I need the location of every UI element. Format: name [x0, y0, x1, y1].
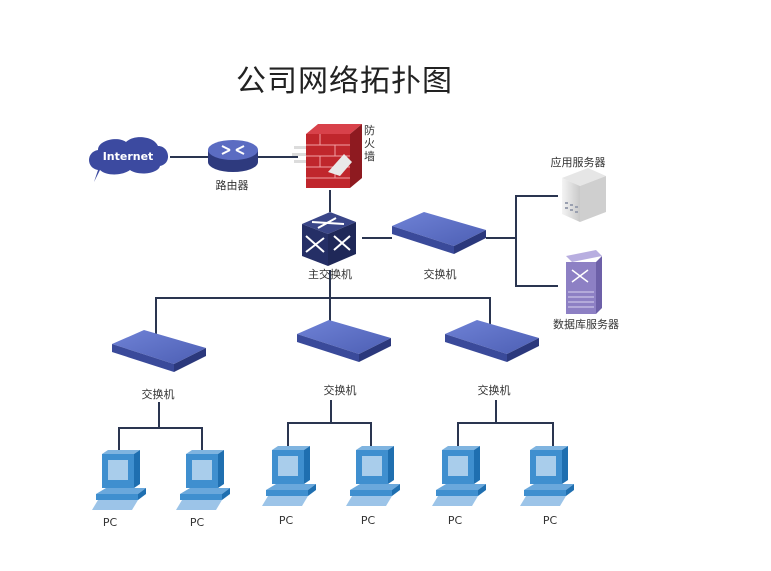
access-switch-3-icon: [445, 320, 539, 362]
internet-label: Internet: [103, 150, 154, 163]
edge-access2-pcbus: [287, 422, 372, 447]
router-icon: [208, 140, 258, 172]
pc-3-label: PC: [278, 514, 294, 527]
access-switch-1-label: 交换机: [141, 388, 175, 401]
pc-1-icon: [92, 450, 146, 510]
db-server-icon: [566, 250, 602, 314]
edge-access3-pcbus: [457, 422, 554, 447]
access-switch-1-icon: [112, 330, 206, 372]
pc-6-icon: [520, 446, 574, 506]
edge-server-bus: [515, 195, 558, 287]
pc-3-icon: [262, 446, 316, 506]
firewall-label: 防火墙: [364, 124, 375, 163]
server-switch-label: 交换机: [423, 268, 457, 281]
router-label: 路由器: [215, 179, 249, 192]
connections: [118, 156, 558, 452]
pc-6-label: PC: [542, 514, 558, 527]
edge-access1-pcbus: [118, 427, 203, 452]
pc-4-icon: [346, 446, 400, 506]
access-switch-3-label: 交换机: [477, 384, 511, 397]
edge-core-access-bus: [155, 297, 491, 335]
server-switch-icon: [392, 212, 486, 254]
core-switch-label: 主交换机: [308, 268, 352, 281]
pc-5-icon: [432, 446, 486, 506]
pc-5-label: PC: [447, 514, 463, 527]
db-server-label: 数据库服务器: [553, 318, 619, 331]
access-switch-2-label: 交换机: [323, 384, 357, 397]
access-switch-2-icon: [297, 320, 391, 362]
pc-group: [92, 446, 574, 510]
pc-2-label: PC: [189, 516, 205, 529]
app-server-label: 应用服务器: [550, 156, 606, 169]
pc-1-label: PC: [102, 516, 118, 529]
internet-cloud-icon: Internet: [89, 137, 169, 182]
app-server-icon: [562, 168, 606, 222]
core-switch-icon: [302, 212, 356, 266]
pc-4-label: PC: [360, 514, 376, 527]
firewall-icon: [292, 124, 362, 188]
pc-2-icon: [176, 450, 230, 510]
diagram-title: 公司网络拓扑图: [236, 64, 453, 99]
